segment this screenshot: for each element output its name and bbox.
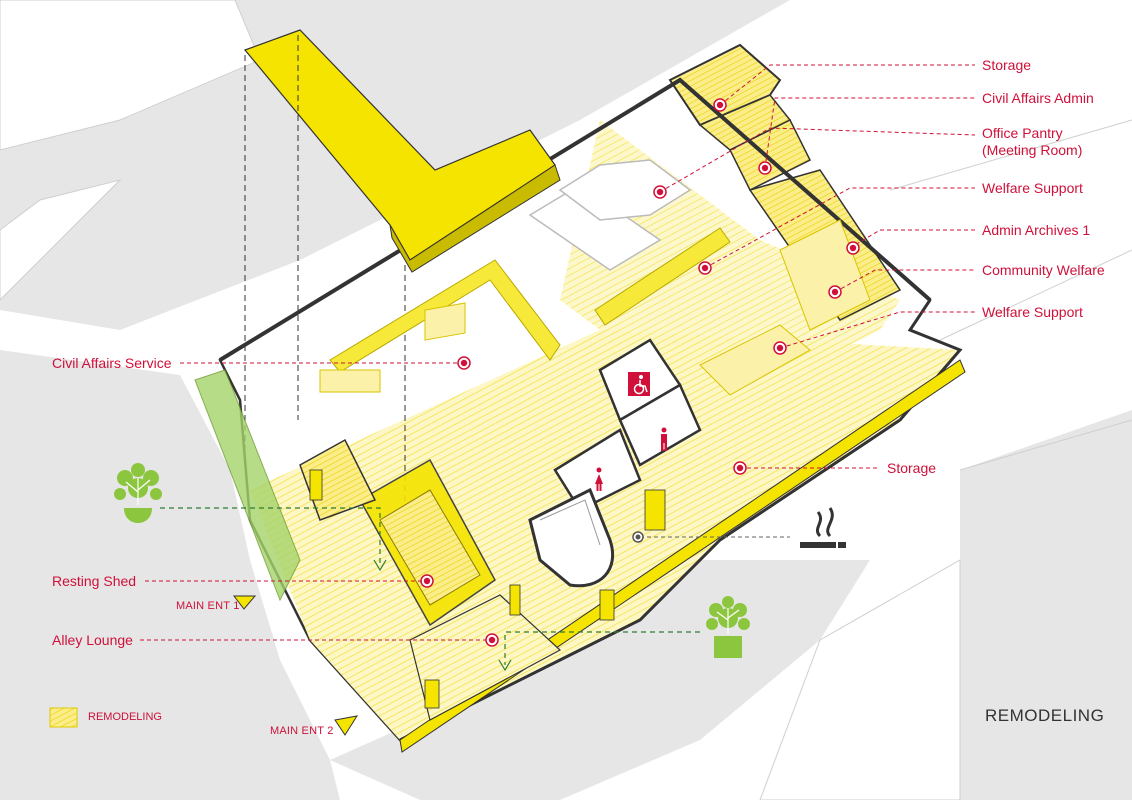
- location-markers: [420, 98, 860, 647]
- roof-overhang: [243, 29, 561, 530]
- label-alley-lounge: Alley Lounge: [52, 632, 133, 648]
- restroom-man-icon: [661, 427, 667, 451]
- leader-lines: [140, 64, 976, 641]
- marker-storage-top: [713, 98, 727, 112]
- marker-admin-archives: [846, 241, 860, 255]
- label-office-pantry: Office Pantry: [982, 125, 1063, 141]
- label-welfare-support-2: Welfare Support: [982, 304, 1083, 320]
- label-main-entrance-2: MAIN ENT 2: [270, 725, 334, 737]
- entrance-2-arrow-icon: [334, 715, 359, 736]
- wheelchair-icon: [628, 372, 650, 396]
- plant-icon: [706, 596, 750, 658]
- marker-welfare-support-1: [698, 261, 712, 275]
- entrance-1-arrow-icon: [232, 595, 257, 610]
- label-admin-archives: Admin Archives 1: [982, 222, 1091, 238]
- marker-resting-shed: [420, 574, 434, 588]
- label-resting-shed: Resting Shed: [52, 573, 137, 589]
- remodeling-caption: REMODELING: [985, 706, 1105, 725]
- smoking-icon: [800, 507, 846, 548]
- label-storage-bottom: Storage: [887, 460, 937, 476]
- label-office-pantry-sub: (Meeting Room): [982, 142, 1083, 158]
- label-storage-top: Storage: [982, 57, 1032, 73]
- label-civil-affairs-admin: Civil Affairs Admin: [982, 90, 1094, 106]
- legend-remodeling-swatch: [49, 707, 78, 728]
- marker-storage-bottom: [733, 461, 747, 475]
- label-main-entrance-1: MAIN ENT 1: [176, 600, 240, 612]
- resting-shed: [194, 369, 562, 721]
- label-welfare-support-1: Welfare Support: [982, 180, 1083, 196]
- legend-remodeling-label: REMODELING: [88, 711, 162, 723]
- plant-icon: [114, 463, 162, 523]
- marker-civil-affairs-service: [457, 356, 471, 370]
- marker-welfare-support-2: [773, 341, 787, 355]
- restroom-woman-icon: [595, 467, 603, 491]
- plant-leader-lines: [160, 507, 700, 665]
- marker-civil-affairs-admin: [758, 161, 772, 175]
- label-community-welfare: Community Welfare: [982, 262, 1105, 278]
- marker-community-welfare: [828, 285, 842, 299]
- interior-furniture: [319, 159, 871, 396]
- marker-smoking: [632, 531, 644, 543]
- label-civil-affairs-service: Civil Affairs Service: [52, 355, 172, 371]
- glass-panels: [309, 469, 666, 709]
- marker-office-pantry: [653, 185, 667, 199]
- marker-alley-lounge: [485, 633, 499, 647]
